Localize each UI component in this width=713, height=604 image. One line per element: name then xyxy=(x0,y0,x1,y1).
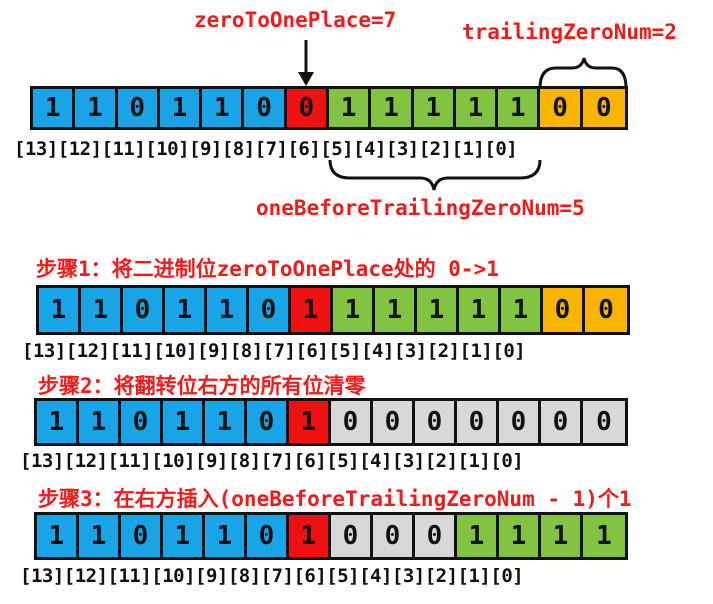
bit-cell: 1 xyxy=(499,515,541,557)
bit-cell: 1 xyxy=(541,515,583,557)
bit-cell: 1 xyxy=(37,401,79,443)
bit-cell: 1 xyxy=(371,89,414,127)
bit-cell: 0 xyxy=(121,515,163,557)
bit-cell: 1 xyxy=(375,288,417,332)
bit-cell: 0 xyxy=(373,515,415,557)
bit-cell: 1 xyxy=(455,89,499,127)
bit-cell: 1 xyxy=(291,288,333,332)
bit-cell: 0 xyxy=(415,401,457,443)
bit-cell: 0 xyxy=(247,401,289,443)
bit-cell: 1 xyxy=(498,89,541,127)
top-brace xyxy=(538,57,628,89)
bit-cell: 1 xyxy=(289,401,331,443)
bit-cell: 1 xyxy=(39,288,81,332)
bit-cell: 0 xyxy=(541,401,583,443)
bit-cell: 0 xyxy=(117,89,160,127)
index-row-4: [13][12][11][10][9][8][7][6][5][4][3][2]… xyxy=(20,565,524,587)
index-row-2: [13][12][11][10][9][8][7][6][5][4][3][2]… xyxy=(22,340,526,362)
index-row-3: [13][12][11][10][9][8][7][6][5][4][3][2]… xyxy=(20,450,524,472)
bit-cell: 0 xyxy=(123,288,165,332)
one-before-trailing-label: oneBeforeTrailingZeroNum=5 xyxy=(256,196,585,220)
bit-cell: 1 xyxy=(165,288,207,332)
bit-cell: 0 xyxy=(247,515,289,557)
index-row-1: [13][12][11][10][9][8][7][6][5][4][3][2]… xyxy=(14,138,518,160)
bit-cell: 1 xyxy=(79,515,121,557)
down-arrow-head xyxy=(298,72,314,86)
bit-cell: 1 xyxy=(333,288,375,332)
bit-cell: 1 xyxy=(205,401,247,443)
bit-cell: 1 xyxy=(289,515,331,557)
bit-cell: 1 xyxy=(328,89,372,127)
bottom-brace xyxy=(328,159,542,191)
trailing-zero-num-label: trailingZeroNum=2 xyxy=(462,20,677,44)
bit-cell: 1 xyxy=(417,288,459,332)
bit-cell: 1 xyxy=(583,515,625,557)
bit-cell: 1 xyxy=(413,89,456,127)
step2-title: 步骤2：将翻转位右方的所有位清零 xyxy=(38,374,366,398)
bit-cell: 1 xyxy=(202,89,245,127)
bit-cell: 1 xyxy=(33,89,76,127)
bit-cell: 1 xyxy=(163,401,205,443)
bit-cell: 1 xyxy=(207,288,249,332)
bit-cell: 0 xyxy=(121,401,163,443)
step3-title: 步骤3：在右方插入(oneBeforeTrailingZeroNum - 1)个… xyxy=(38,487,632,511)
bit-cell: 0 xyxy=(415,515,457,557)
bit-cell: 0 xyxy=(331,401,373,443)
zero-to-one-place-label: zeroToOnePlace=7 xyxy=(194,8,397,32)
step1-title: 步骤1：将二进制位zeroToOnePlace处的 0->1 xyxy=(36,257,499,281)
bit-cell: 0 xyxy=(249,288,291,332)
bit-cell: 0 xyxy=(499,401,541,443)
bit-cell: 1 xyxy=(163,515,205,557)
bit-cell: 1 xyxy=(37,515,79,557)
bit-cell: 1 xyxy=(159,89,203,127)
bit-cell: 0 xyxy=(373,401,415,443)
bit-cell: 0 xyxy=(583,401,625,443)
bit-cell: 1 xyxy=(459,288,501,332)
bit-cell: 0 xyxy=(585,288,627,332)
bit-cell: 0 xyxy=(286,89,329,127)
bit-cell: 0 xyxy=(244,89,287,127)
bit-cell: 0 xyxy=(457,401,499,443)
bit-cell: 0 xyxy=(331,515,373,557)
bit-cell: 0 xyxy=(543,288,585,332)
bit-cell: 1 xyxy=(457,515,499,557)
bit-cell: 1 xyxy=(75,89,118,127)
bit-cell: 0 xyxy=(540,89,583,127)
bit-cell: 0 xyxy=(582,89,625,127)
bit-cell: 1 xyxy=(81,288,123,332)
bit-cell: 1 xyxy=(205,515,247,557)
bit-cell: 1 xyxy=(79,401,121,443)
bit-cell: 1 xyxy=(501,288,543,332)
